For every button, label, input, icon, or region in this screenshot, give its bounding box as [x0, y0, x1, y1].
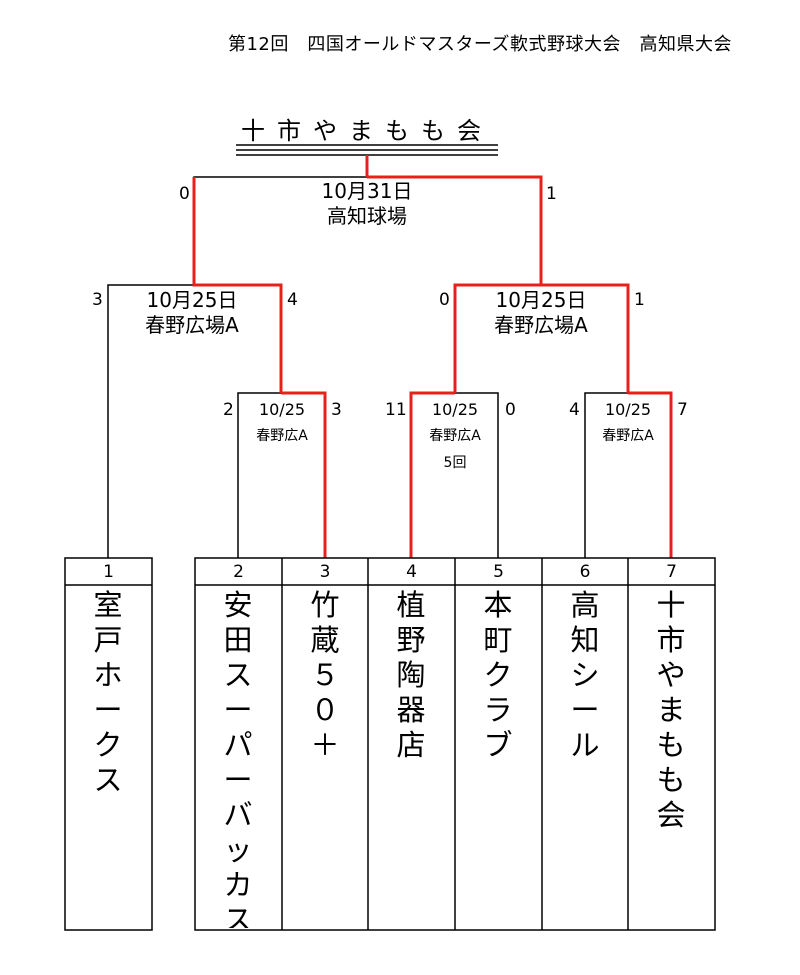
final-venue: 高知球場 — [327, 204, 407, 228]
champion-name: 十市やまもも会 — [241, 117, 493, 145]
semi-left-venue: 春野広場A — [145, 313, 239, 337]
team-number-1: 1 — [103, 562, 114, 582]
semi-right-score-left: 0 — [439, 290, 450, 310]
tournament-title: 第12回 四国オールドマスターズ軟式野球大会 高知県大会 — [227, 34, 732, 55]
team-name-5: 本町クラブ — [483, 588, 513, 762]
r1b-score-right: 0 — [505, 400, 516, 420]
r1b-loser-line — [455, 392, 499, 558]
r1c-score-left: 4 — [569, 400, 580, 420]
r1b-winner-line — [409, 391, 455, 558]
semi-left-score-right: 4 — [287, 290, 298, 310]
r1a-loser-line — [237, 392, 281, 558]
r1b-venue: 春野広A — [429, 428, 481, 444]
r1c-venue: 春野広A — [602, 428, 654, 444]
semi-right-date: 10月25日 — [495, 288, 587, 312]
r1a-score-left: 2 — [223, 400, 234, 420]
r1a-date: 10/25 — [258, 400, 306, 419]
team-number-7: 7 — [666, 562, 677, 582]
semi-right-score-right: 1 — [634, 290, 645, 310]
team-number-3: 3 — [319, 562, 331, 582]
team-box-1 — [64, 557, 153, 931]
semi-left-winner-line — [192, 177, 283, 393]
r1c-date: 10/25 — [604, 400, 652, 419]
team-name-7: 十市やまもも会 — [656, 588, 686, 832]
r1a-score-right: 3 — [331, 400, 342, 420]
final-score-right: 1 — [546, 184, 557, 204]
team-name-1: 室戸ホークス — [93, 588, 123, 797]
r1c-loser-line — [584, 392, 628, 558]
team-number-5: 5 — [493, 562, 504, 582]
semi-left-date: 10月25日 — [146, 288, 238, 312]
team-number-4: 4 — [406, 562, 417, 582]
r1c-winner-line — [628, 391, 673, 558]
r1b-score-left: 11 — [385, 400, 407, 420]
final-date: 10月31日 — [321, 179, 413, 203]
r1c-score-right: 7 — [677, 400, 688, 420]
final-score-left: 0 — [179, 184, 190, 204]
team-name-3: 竹蔵５０＋ — [310, 588, 340, 762]
final-right-line — [367, 175, 543, 285]
semi-right-venue: 春野広場A — [494, 313, 588, 337]
r1b-date: 10/25 — [431, 400, 479, 419]
team-name-2: 安田スーパーバッカス — [223, 588, 253, 928]
team-number-2: 2 — [233, 562, 244, 582]
team-number-6: 6 — [579, 562, 591, 582]
r1b-note: 5回 — [443, 455, 467, 471]
semi-right-winner-line — [541, 283, 630, 393]
team-name-6: 高知シール — [570, 588, 600, 762]
semi-left-loser-line — [107, 284, 194, 558]
team-name-4: 植野陶器店 — [396, 588, 426, 762]
semi-left-score-left: 3 — [92, 290, 103, 310]
semi-right-left-line — [453, 283, 541, 393]
r1a-winner-line — [281, 391, 327, 558]
r1a-venue: 春野広A — [256, 428, 308, 444]
